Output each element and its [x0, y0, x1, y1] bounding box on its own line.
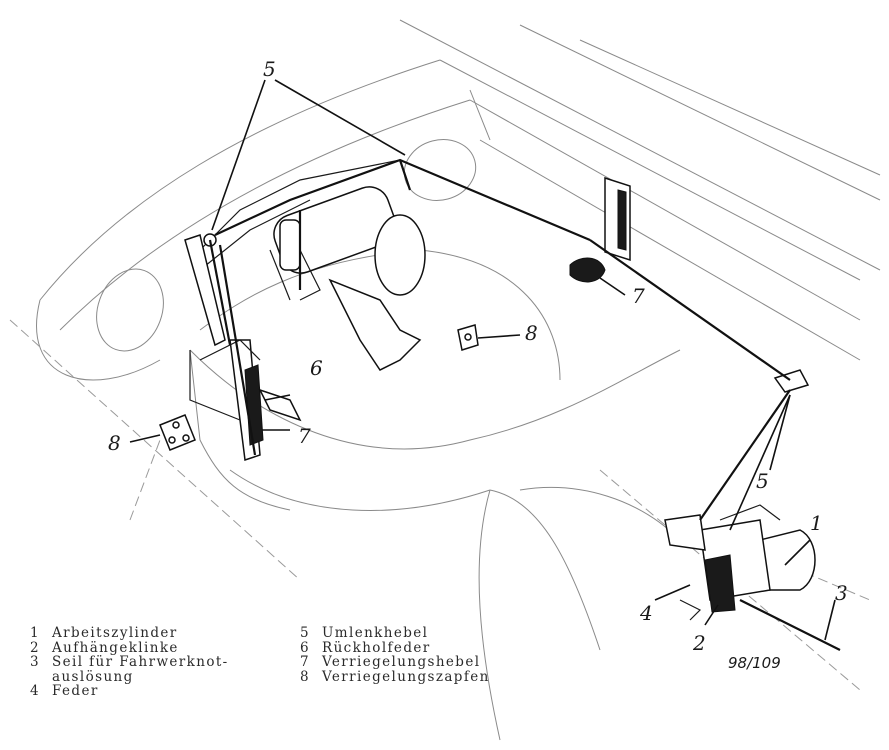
- central-assembly: [199, 159, 426, 371]
- legend-column-left: 1 Arbeitszylinder 2 Aufhängeklinke 3 Sei…: [30, 626, 280, 699]
- legend-item: 1 Arbeitszylinder: [30, 626, 280, 641]
- locking-pin-left: [159, 414, 196, 451]
- legend-text: Umlenkhebel: [322, 625, 429, 641]
- callout-2: 2: [692, 631, 706, 655]
- legend-text: Aufhängeklinke: [52, 639, 179, 656]
- legend-item: 4 Feder: [30, 684, 280, 699]
- legend-number: 7: [300, 654, 310, 670]
- legend: 1 Arbeitszylinder 2 Aufhängeklinke 3 Sei…: [30, 626, 550, 699]
- legend-text: Seil für Fahrwerknot-: [52, 654, 229, 670]
- legend-number: 2: [30, 639, 40, 656]
- legend-number: 3: [30, 654, 40, 670]
- legend-text: Feder: [52, 683, 99, 699]
- legend-item: 3 Seil für Fahrwerknot-: [30, 655, 280, 670]
- callout-1: 1: [810, 511, 823, 535]
- legend-number: [30, 670, 52, 685]
- callout-4: 4: [639, 601, 653, 625]
- locking-pin-center: [457, 324, 479, 351]
- callout-7-right: 7: [632, 284, 645, 308]
- legend-column-right: 5 Umlenkhebel 6 Rückholfeder 7 Verriegel…: [300, 626, 490, 699]
- legend-number: 6: [300, 639, 310, 656]
- legend-text: Verriegelungszapfen: [322, 668, 490, 685]
- callout-numbers: 5 5 6 7 7 8 8 1 2 3 4 98/109: [108, 57, 848, 672]
- legend-item: 7 Verriegelungshebel: [300, 655, 490, 670]
- callout-7-left: 7: [298, 424, 311, 448]
- legend-text: Verriegelungshebel: [322, 654, 481, 670]
- legend-item: 2 Aufhängeklinke: [30, 639, 280, 656]
- legend-number: 4: [30, 683, 40, 699]
- lower-right-assembly: [664, 504, 816, 621]
- legend-item: 8 Verriegelungszapfen: [300, 668, 490, 685]
- legend-number: 1: [30, 625, 40, 641]
- legend-item: 5 Umlenkhebel: [300, 626, 490, 641]
- cables: [208, 158, 841, 651]
- callout-3: 3: [835, 581, 848, 605]
- legend-number: 5: [300, 625, 310, 641]
- legend-text: Arbeitszylinder: [52, 625, 178, 641]
- legend-text: auslösung: [52, 668, 134, 685]
- callout-5-right: 5: [756, 469, 769, 493]
- figure-number: 98/109: [728, 654, 781, 672]
- right-lever-assembly: [569, 176, 810, 393]
- callout-6: 6: [310, 356, 323, 380]
- callout-8-left: 8: [108, 431, 121, 455]
- legend-number: 8: [300, 668, 310, 685]
- callout-8-center: 8: [525, 321, 538, 345]
- leader-lines: [129, 79, 836, 641]
- legend-item: auslösung: [30, 668, 280, 685]
- legend-item: 6 Rückholfeder: [300, 639, 490, 656]
- callout-5-top: 5: [263, 57, 276, 81]
- legend-text: Rückholfeder: [322, 639, 431, 656]
